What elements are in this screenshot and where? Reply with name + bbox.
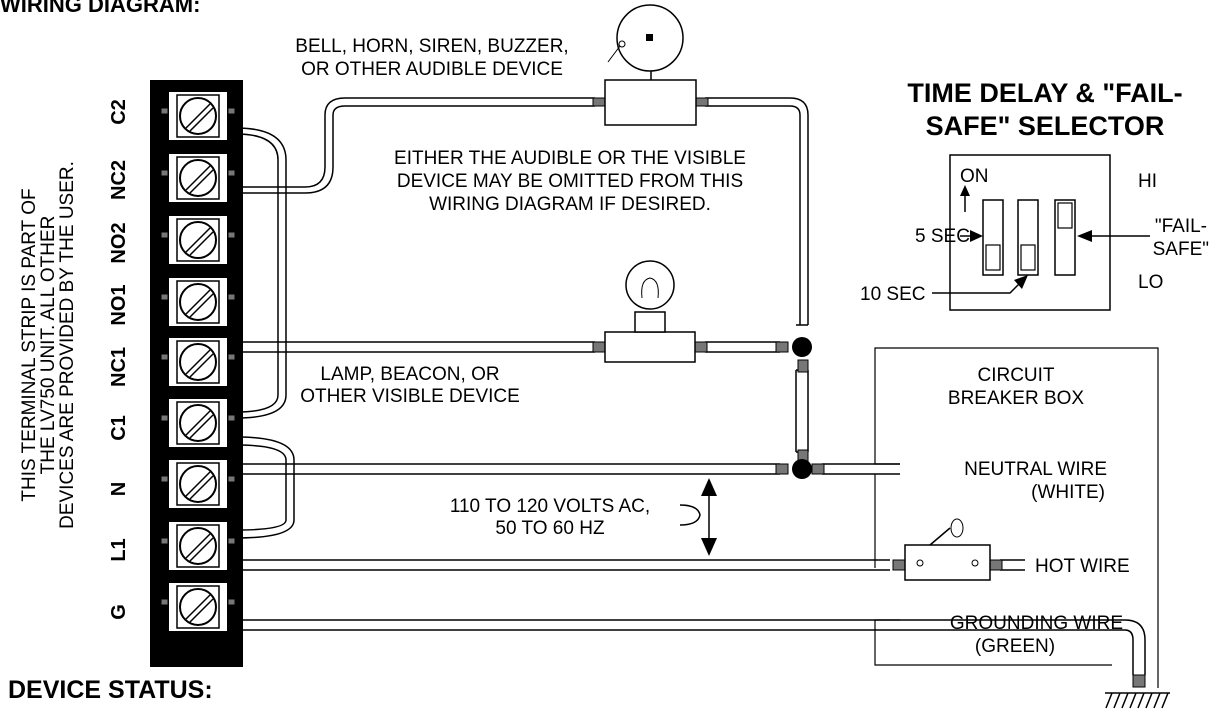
neutral-wire-label: NEUTRAL WIRE xyxy=(964,459,1107,480)
junction-dot xyxy=(792,337,812,357)
failsafe-label-2: SAFE" xyxy=(1153,239,1209,260)
terminal-strip-note: THIS TERMINAL STRIP IS PART OF THE LV750… xyxy=(19,161,78,529)
hot-wire xyxy=(236,559,1025,571)
hot-wire-label: HOT WIRE xyxy=(1035,556,1130,577)
terminal-screw-no1 xyxy=(160,276,236,328)
terminal-screw-c1 xyxy=(160,397,236,449)
light-switch-icon xyxy=(904,518,991,581)
dip-hi-label: HI xyxy=(1138,171,1157,192)
audible-wire xyxy=(236,97,809,325)
terminal-label-l1: L1 xyxy=(108,538,130,561)
audible-device-label-2: OR OTHER AUDIBLE DEVICE xyxy=(301,59,563,80)
lamp-icon xyxy=(604,260,696,363)
wiring-diagram-heading: WIRING DIAGRAM: xyxy=(0,0,200,17)
terminal-screw-n xyxy=(160,458,236,510)
svg-text:DEVICES ARE PROVIDED BY THE US: DEVICES ARE PROVIDED BY THE USER. xyxy=(57,161,78,529)
terminal-screw-l1 xyxy=(160,520,236,572)
ten-sec-label: 10 SEC xyxy=(860,284,925,305)
terminal-label-nc1: NC1 xyxy=(108,347,130,387)
visible-device-label-2: OTHER VISIBLE DEVICE xyxy=(300,386,520,407)
visible-device-label: LAMP, BEACON, OR xyxy=(320,364,499,385)
terminal-screw-nc1 xyxy=(160,336,236,388)
svg-text:THE LV750 UNIT. ALL OTHER: THE LV750 UNIT. ALL OTHER xyxy=(38,216,59,475)
breaker-box-label-2: BREAKER BOX xyxy=(948,388,1085,409)
selector-title-2: SAFE" SELECTOR xyxy=(926,111,1165,141)
terminal-screw-no2 xyxy=(160,214,236,266)
terminal-label-no1: NO1 xyxy=(108,284,130,325)
svg-text:THIS TERMINAL STRIP IS PART OF: THIS TERMINAL STRIP IS PART OF xyxy=(19,188,40,501)
terminal-labels: C2 NC2 NO2 NO1 NC1 C1 N L1 G xyxy=(108,99,130,620)
dip-switch-1[interactable] xyxy=(982,199,1004,276)
lamp-wire xyxy=(236,324,809,453)
ground-wire xyxy=(236,619,1146,675)
terminal-screw-g xyxy=(160,581,236,633)
breaker-box-label: CIRCUIT xyxy=(977,365,1054,386)
terminal-label-n: N xyxy=(108,482,130,496)
dip-switch-3[interactable] xyxy=(1054,199,1076,276)
dip-switch-2[interactable] xyxy=(1017,199,1039,276)
either-note-3: WIRING DIAGRAM IF DESIRED. xyxy=(429,194,711,215)
failsafe-label: "FAIL- xyxy=(1155,216,1207,237)
voltage-arrow xyxy=(679,478,717,556)
terminal-label-no2: NO2 xyxy=(108,222,130,263)
terminal-label-g: G xyxy=(108,604,130,620)
breaker-box-outline xyxy=(874,347,1159,688)
junction-dot xyxy=(792,459,812,479)
bell-icon xyxy=(604,4,697,126)
grounding-wire-label: GROUNDING WIRE xyxy=(950,613,1123,634)
voltage-label: 110 TO 120 VOLTS AC, xyxy=(450,496,650,517)
selector-title: TIME DELAY & "FAIL- xyxy=(907,78,1182,108)
terminal-label-nc2: NC2 xyxy=(108,160,130,200)
neutral-wire-color: (WHITE) xyxy=(1031,482,1105,503)
terminal-label-c1: C1 xyxy=(108,415,130,441)
terminal-screw-c2 xyxy=(160,90,236,142)
neutral-wire xyxy=(236,463,900,475)
terminal-label-c2: C2 xyxy=(108,99,130,125)
five-sec-label: 5 SEC xyxy=(915,226,970,247)
either-note-2: DEVICE MAY BE OMITTED FROM THIS xyxy=(397,171,743,192)
ground-icon xyxy=(1105,692,1170,709)
arrow-up-icon xyxy=(960,185,970,196)
terminal-screw-nc2 xyxy=(160,152,236,204)
audible-device-label: BELL, HORN, SIREN, BUZZER, xyxy=(295,36,568,57)
either-note-1: EITHER THE AUDIBLE OR THE VISIBLE xyxy=(394,148,746,169)
grounding-wire-color: (GREEN) xyxy=(975,636,1055,657)
device-status-heading: DEVICE STATUS: xyxy=(8,676,213,704)
dip-on-label: ON xyxy=(960,166,989,187)
jumper-wires xyxy=(235,127,295,539)
dip-lo-label: LO xyxy=(1138,272,1163,293)
voltage-label-2: 50 TO 60 HZ xyxy=(495,518,605,539)
